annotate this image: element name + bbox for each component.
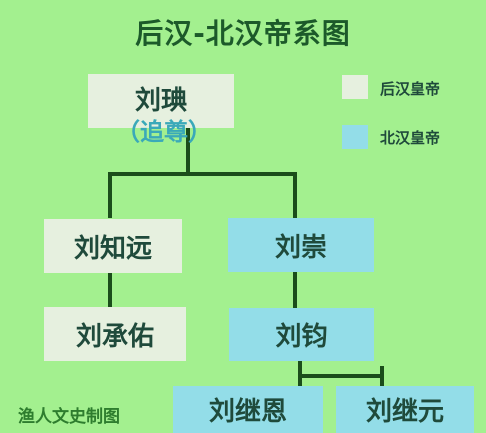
legend-later-han-swatch	[342, 75, 368, 99]
node-liu-tian-name: 刘琠	[134, 86, 187, 116]
node-liu-zhiyuan: 刘知远	[44, 219, 182, 273]
node-liu-tian-note: （追尊）	[116, 118, 212, 146]
legend-northern-han-swatch	[342, 125, 368, 149]
node-liu-chengyou-name: 刘承佑	[75, 321, 154, 352]
node-liu-chong-name: 刘崇	[274, 232, 327, 263]
node-liu-jiyuan-name: 刘继元	[365, 397, 444, 427]
node-liu-chong: 刘崇	[228, 218, 374, 272]
credit-text: 渔人文史制图	[18, 407, 120, 427]
node-liu-zhiyuan-name: 刘知远	[73, 233, 152, 264]
diagram-title: 后汉-北汉帝系图	[135, 17, 351, 50]
node-liu-jun-name: 刘钧	[275, 322, 328, 352]
node-liu-jun: 刘钧	[229, 308, 374, 361]
legend-northern-han-label: 北汉皇帝	[380, 129, 441, 147]
node-liu-jien-name: 刘继恩	[208, 397, 287, 427]
node-liu-jien: 刘继恩	[173, 386, 323, 433]
node-liu-jiyuan: 刘继元	[336, 386, 474, 433]
node-liu-tian: 刘琠	[88, 74, 234, 128]
node-liu-chengyou: 刘承佑	[44, 307, 186, 361]
legend-later-han-label: 后汉皇帝	[380, 80, 441, 98]
